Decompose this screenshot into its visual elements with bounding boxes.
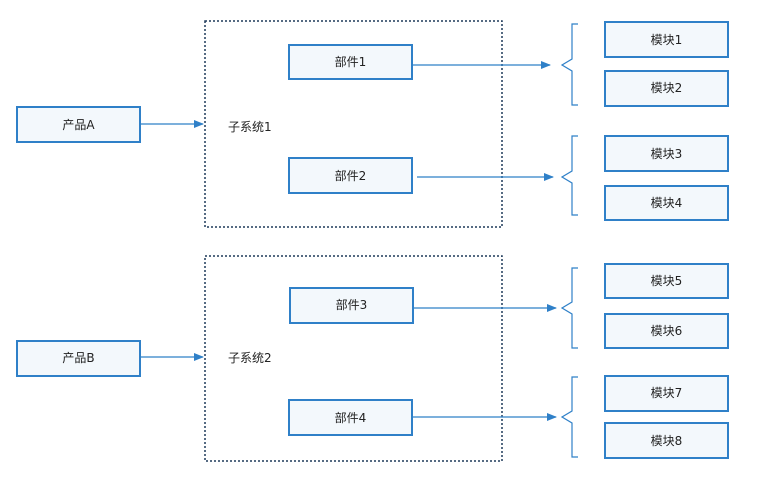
subsystem-2-container bbox=[204, 255, 503, 462]
module-2-label: 模块2 bbox=[651, 81, 683, 95]
subsystem-2-label: 子系统2 bbox=[228, 351, 272, 365]
module-6-label: 模块6 bbox=[651, 324, 683, 338]
module-group-1-brace bbox=[560, 23, 578, 106]
product-a-box: 产品A bbox=[16, 106, 141, 143]
component-2-box: 部件2 bbox=[288, 157, 413, 194]
module-group-2-brace bbox=[560, 135, 578, 216]
component-1-box: 部件1 bbox=[288, 44, 413, 80]
module-3-box: 模块3 bbox=[604, 135, 729, 172]
module-4-box: 模块4 bbox=[604, 185, 729, 221]
module-2-box: 模块2 bbox=[604, 70, 729, 107]
module-group-4-brace bbox=[560, 376, 578, 458]
component-2-label: 部件2 bbox=[335, 168, 367, 183]
product-a-label: 产品A bbox=[62, 118, 95, 132]
component-3-label: 部件3 bbox=[336, 297, 368, 312]
module-7-label: 模块7 bbox=[651, 386, 683, 400]
module-1-box: 模块1 bbox=[604, 21, 729, 58]
product-b-box: 产品B bbox=[16, 340, 141, 377]
module-8-label: 模块8 bbox=[651, 434, 683, 448]
module-5-box: 模块5 bbox=[604, 263, 729, 299]
module-1-label: 模块1 bbox=[651, 33, 683, 47]
component-4-label: 部件4 bbox=[335, 410, 367, 425]
module-8-box: 模块8 bbox=[604, 422, 729, 459]
module-3-label: 模块3 bbox=[651, 147, 683, 161]
subsystem-1-container bbox=[204, 20, 503, 228]
module-5-label: 模块5 bbox=[651, 274, 683, 288]
module-7-box: 模块7 bbox=[604, 375, 729, 412]
component-3-box: 部件3 bbox=[289, 287, 414, 324]
product-b-label: 产品B bbox=[62, 351, 94, 365]
subsystem-1-label: 子系统1 bbox=[228, 120, 272, 134]
module-6-box: 模块6 bbox=[604, 313, 729, 349]
module-4-label: 模块4 bbox=[651, 196, 683, 210]
component-1-label: 部件1 bbox=[335, 54, 367, 69]
component-4-box: 部件4 bbox=[288, 399, 413, 436]
module-group-3-brace bbox=[560, 267, 578, 349]
